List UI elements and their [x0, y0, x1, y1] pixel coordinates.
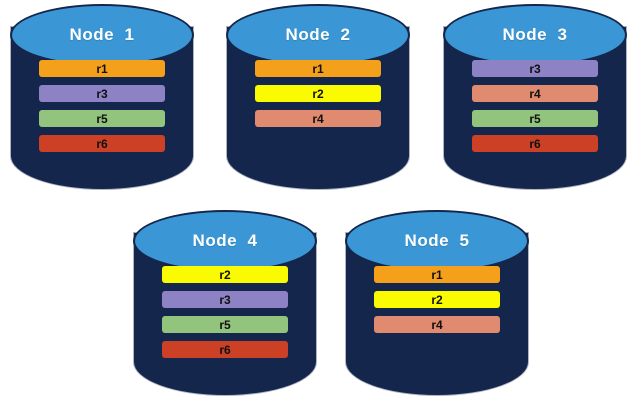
- record-bar[interactable]: r3: [162, 291, 288, 308]
- record-list: r2 r3 r5 r6: [133, 266, 317, 358]
- cylinder-top-disc: [133, 210, 317, 272]
- record-bar[interactable]: r1: [39, 60, 165, 77]
- node-title: Node 5: [404, 231, 470, 250]
- record-bar[interactable]: r2: [255, 85, 381, 102]
- record-list: r1 r3 r5 r6: [10, 60, 194, 152]
- record-bar[interactable]: r1: [255, 60, 381, 77]
- record-bar[interactable]: r2: [162, 266, 288, 283]
- node-title: Node 3: [502, 25, 568, 44]
- record-bar[interactable]: r1: [374, 266, 500, 283]
- record-bar[interactable]: r4: [255, 110, 381, 127]
- database-node-4[interactable]: Node 4 r2 r3 r5 r6: [133, 210, 317, 396]
- record-bar[interactable]: r6: [472, 135, 598, 152]
- node-title: Node 1: [69, 25, 135, 44]
- record-bar[interactable]: r2: [374, 291, 500, 308]
- record-list: r3 r4 r5 r6: [443, 60, 627, 152]
- record-bar[interactable]: r4: [472, 85, 598, 102]
- record-bar[interactable]: r5: [39, 110, 165, 127]
- cylinder-top-disc: [226, 4, 410, 66]
- record-bar[interactable]: r5: [162, 316, 288, 333]
- node-title: Node 4: [192, 231, 258, 250]
- record-bar[interactable]: r5: [472, 110, 598, 127]
- database-node-5[interactable]: Node 5 r1 r2 r4: [345, 210, 529, 396]
- record-bar[interactable]: r4: [374, 316, 500, 333]
- record-bar[interactable]: r3: [39, 85, 165, 102]
- record-bar[interactable]: r3: [472, 60, 598, 77]
- node-title: Node 2: [285, 25, 351, 44]
- database-node-2[interactable]: Node 2 r1 r2 r4: [226, 4, 410, 190]
- record-bar[interactable]: r6: [39, 135, 165, 152]
- database-node-1[interactable]: Node 1 r1 r3 r5 r6: [10, 4, 194, 190]
- cylinder-top-disc: [10, 4, 194, 66]
- record-bar[interactable]: r6: [162, 341, 288, 358]
- database-node-3[interactable]: Node 3 r3 r4 r5 r6: [443, 4, 627, 190]
- record-list: r1 r2 r4: [226, 60, 410, 127]
- record-list: r1 r2 r4: [345, 266, 529, 333]
